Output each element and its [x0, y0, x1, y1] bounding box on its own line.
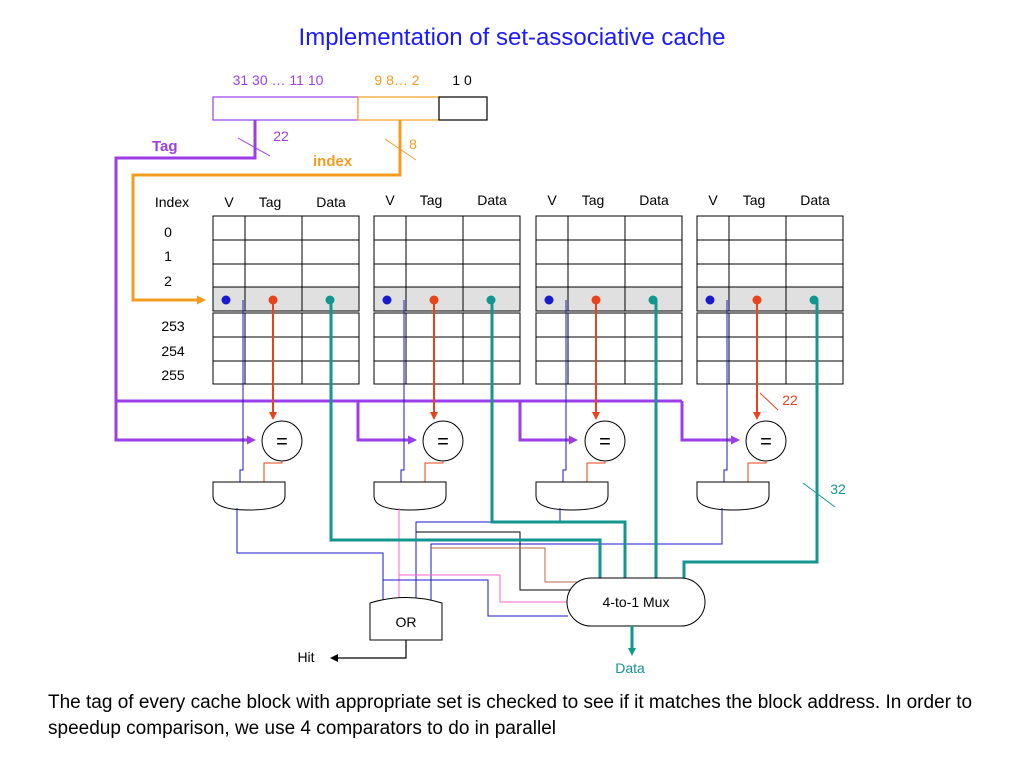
way-2-data-header: Data: [477, 192, 507, 208]
compare-width-label: 22: [782, 392, 798, 408]
way-2-tag-header: Tag: [420, 192, 443, 208]
way-3-selected-row: [535, 286, 683, 312]
way-4-comparator: =: [745, 420, 787, 462]
way-4-upper-rows: [696, 215, 844, 288]
way-2-lower-rows: [373, 312, 521, 385]
cache-way-3: V Tag Data =: [535, 192, 683, 511]
index-column-header: Index: [155, 194, 189, 210]
cache-way-4: V Tag Data =: [696, 192, 844, 511]
index-bus: [131, 120, 402, 305]
address-index-field: [357, 96, 440, 121]
way-3-valid-dot: [544, 295, 554, 305]
row-index-1: 1: [164, 248, 172, 264]
caption: The tag of every cache block with approp…: [48, 692, 973, 739]
tag-width-tick: [237, 137, 271, 157]
way-4-data-header: Data: [800, 192, 830, 208]
way-4-selected-row: [696, 286, 844, 312]
way-1-comparator: =: [261, 420, 303, 462]
mux-select-wires: [382, 531, 590, 617]
way-1-and-gate: [212, 481, 286, 511]
way-1-tag-dot: [268, 295, 278, 305]
way-3-compare-output-wire: [586, 461, 606, 482]
way-1-compare-output-wire: [263, 461, 283, 482]
way-4-and-gate: [696, 481, 770, 511]
way-3-data-header: Data: [639, 192, 669, 208]
compare-width-tick: [759, 392, 779, 411]
way-1-valid-dot: [221, 295, 231, 305]
data-width-tick: [802, 482, 836, 508]
tag-label: Tag: [152, 138, 178, 155]
way-4-comparator-symbol: =: [760, 431, 772, 453]
or-gate-label: OR: [396, 614, 417, 630]
way-1-v-header: V: [224, 194, 234, 210]
way-4-compare-output-wire: [747, 461, 767, 482]
way-3-comparator: =: [584, 420, 626, 462]
way-4-valid-wire: [723, 300, 728, 482]
way-3-comparator-symbol: =: [599, 431, 611, 453]
way-1-selected-row: [212, 286, 360, 312]
way-3-and-gate: [535, 481, 609, 511]
cache-ways: V Tag Data = V Tag Data = V Tag Data = V Tag Data =: [212, 192, 844, 511]
way-2-upper-rows: [373, 215, 521, 288]
way-2-compare-output-wire: [424, 461, 444, 482]
way-2-valid-wire: [400, 300, 405, 482]
way-3-tag-dot: [591, 295, 601, 305]
tag-bits-label: 31 30 … 11 10: [233, 72, 324, 88]
address-tag-field: [212, 96, 359, 121]
way-4-v-header: V: [708, 192, 718, 208]
hit-output-wire: [330, 640, 407, 662]
way-2-selected-row: [373, 286, 521, 312]
way-3-lower-rows: [535, 312, 683, 385]
address-register: [212, 96, 488, 121]
row-index-253: 253: [161, 318, 185, 334]
way-4-tag-header: Tag: [743, 192, 766, 208]
way-1-lower-rows: [212, 312, 360, 385]
way-3-upper-rows: [535, 215, 683, 288]
mux: 4-to-1 Mux: [566, 577, 706, 627]
way-3-valid-wire: [562, 300, 567, 482]
page-title: Implementation of set-associative cache: [299, 24, 726, 51]
way-2-tag-dot: [429, 295, 439, 305]
way-4-tag-dot: [752, 295, 762, 305]
index-width-label: 8: [409, 136, 417, 152]
row-index-254: 254: [161, 343, 185, 359]
index-label: index: [313, 153, 353, 170]
way-4-valid-dot: [705, 295, 715, 305]
way-2-comparator: =: [422, 420, 464, 462]
way-4-lower-rows: [696, 312, 844, 385]
way-1-tag-header: Tag: [259, 194, 282, 210]
way-1-upper-rows: [212, 215, 360, 288]
cache-way-1: V Tag Data =: [212, 194, 360, 511]
tag-width-label: 22: [273, 128, 289, 144]
way-1-data-header: Data: [316, 194, 346, 210]
address-offset-field: [438, 96, 488, 121]
tag-bus: [114, 120, 740, 445]
data-buses: [329, 300, 819, 580]
cache-diagram: Implementation of set-associative cache …: [114, 24, 846, 676]
way-2-valid-dot: [382, 295, 392, 305]
row-index-2: 2: [164, 273, 172, 289]
way-1-comparator-symbol: =: [276, 431, 288, 453]
or-gate: OR: [369, 597, 443, 641]
mux-label: 4-to-1 Mux: [603, 594, 670, 610]
data-width-label: 32: [830, 481, 846, 497]
hit-label: Hit: [297, 649, 314, 665]
row-index-0: 0: [164, 224, 172, 240]
row-index-255: 255: [161, 367, 185, 383]
way-1-valid-wire: [239, 300, 244, 482]
index-bits-label: 9 8… 2: [374, 72, 419, 88]
way-3-v-header: V: [547, 192, 557, 208]
cache-way-2: V Tag Data =: [373, 192, 521, 511]
data-output-label: Data: [615, 660, 645, 676]
way-2-and-gate: [373, 481, 447, 511]
way-2-v-header: V: [385, 192, 395, 208]
index-width-tick: [384, 138, 417, 161]
way-3-tag-header: Tag: [582, 192, 605, 208]
offset-bits-label: 1 0: [452, 72, 472, 88]
way-2-comparator-symbol: =: [437, 431, 449, 453]
